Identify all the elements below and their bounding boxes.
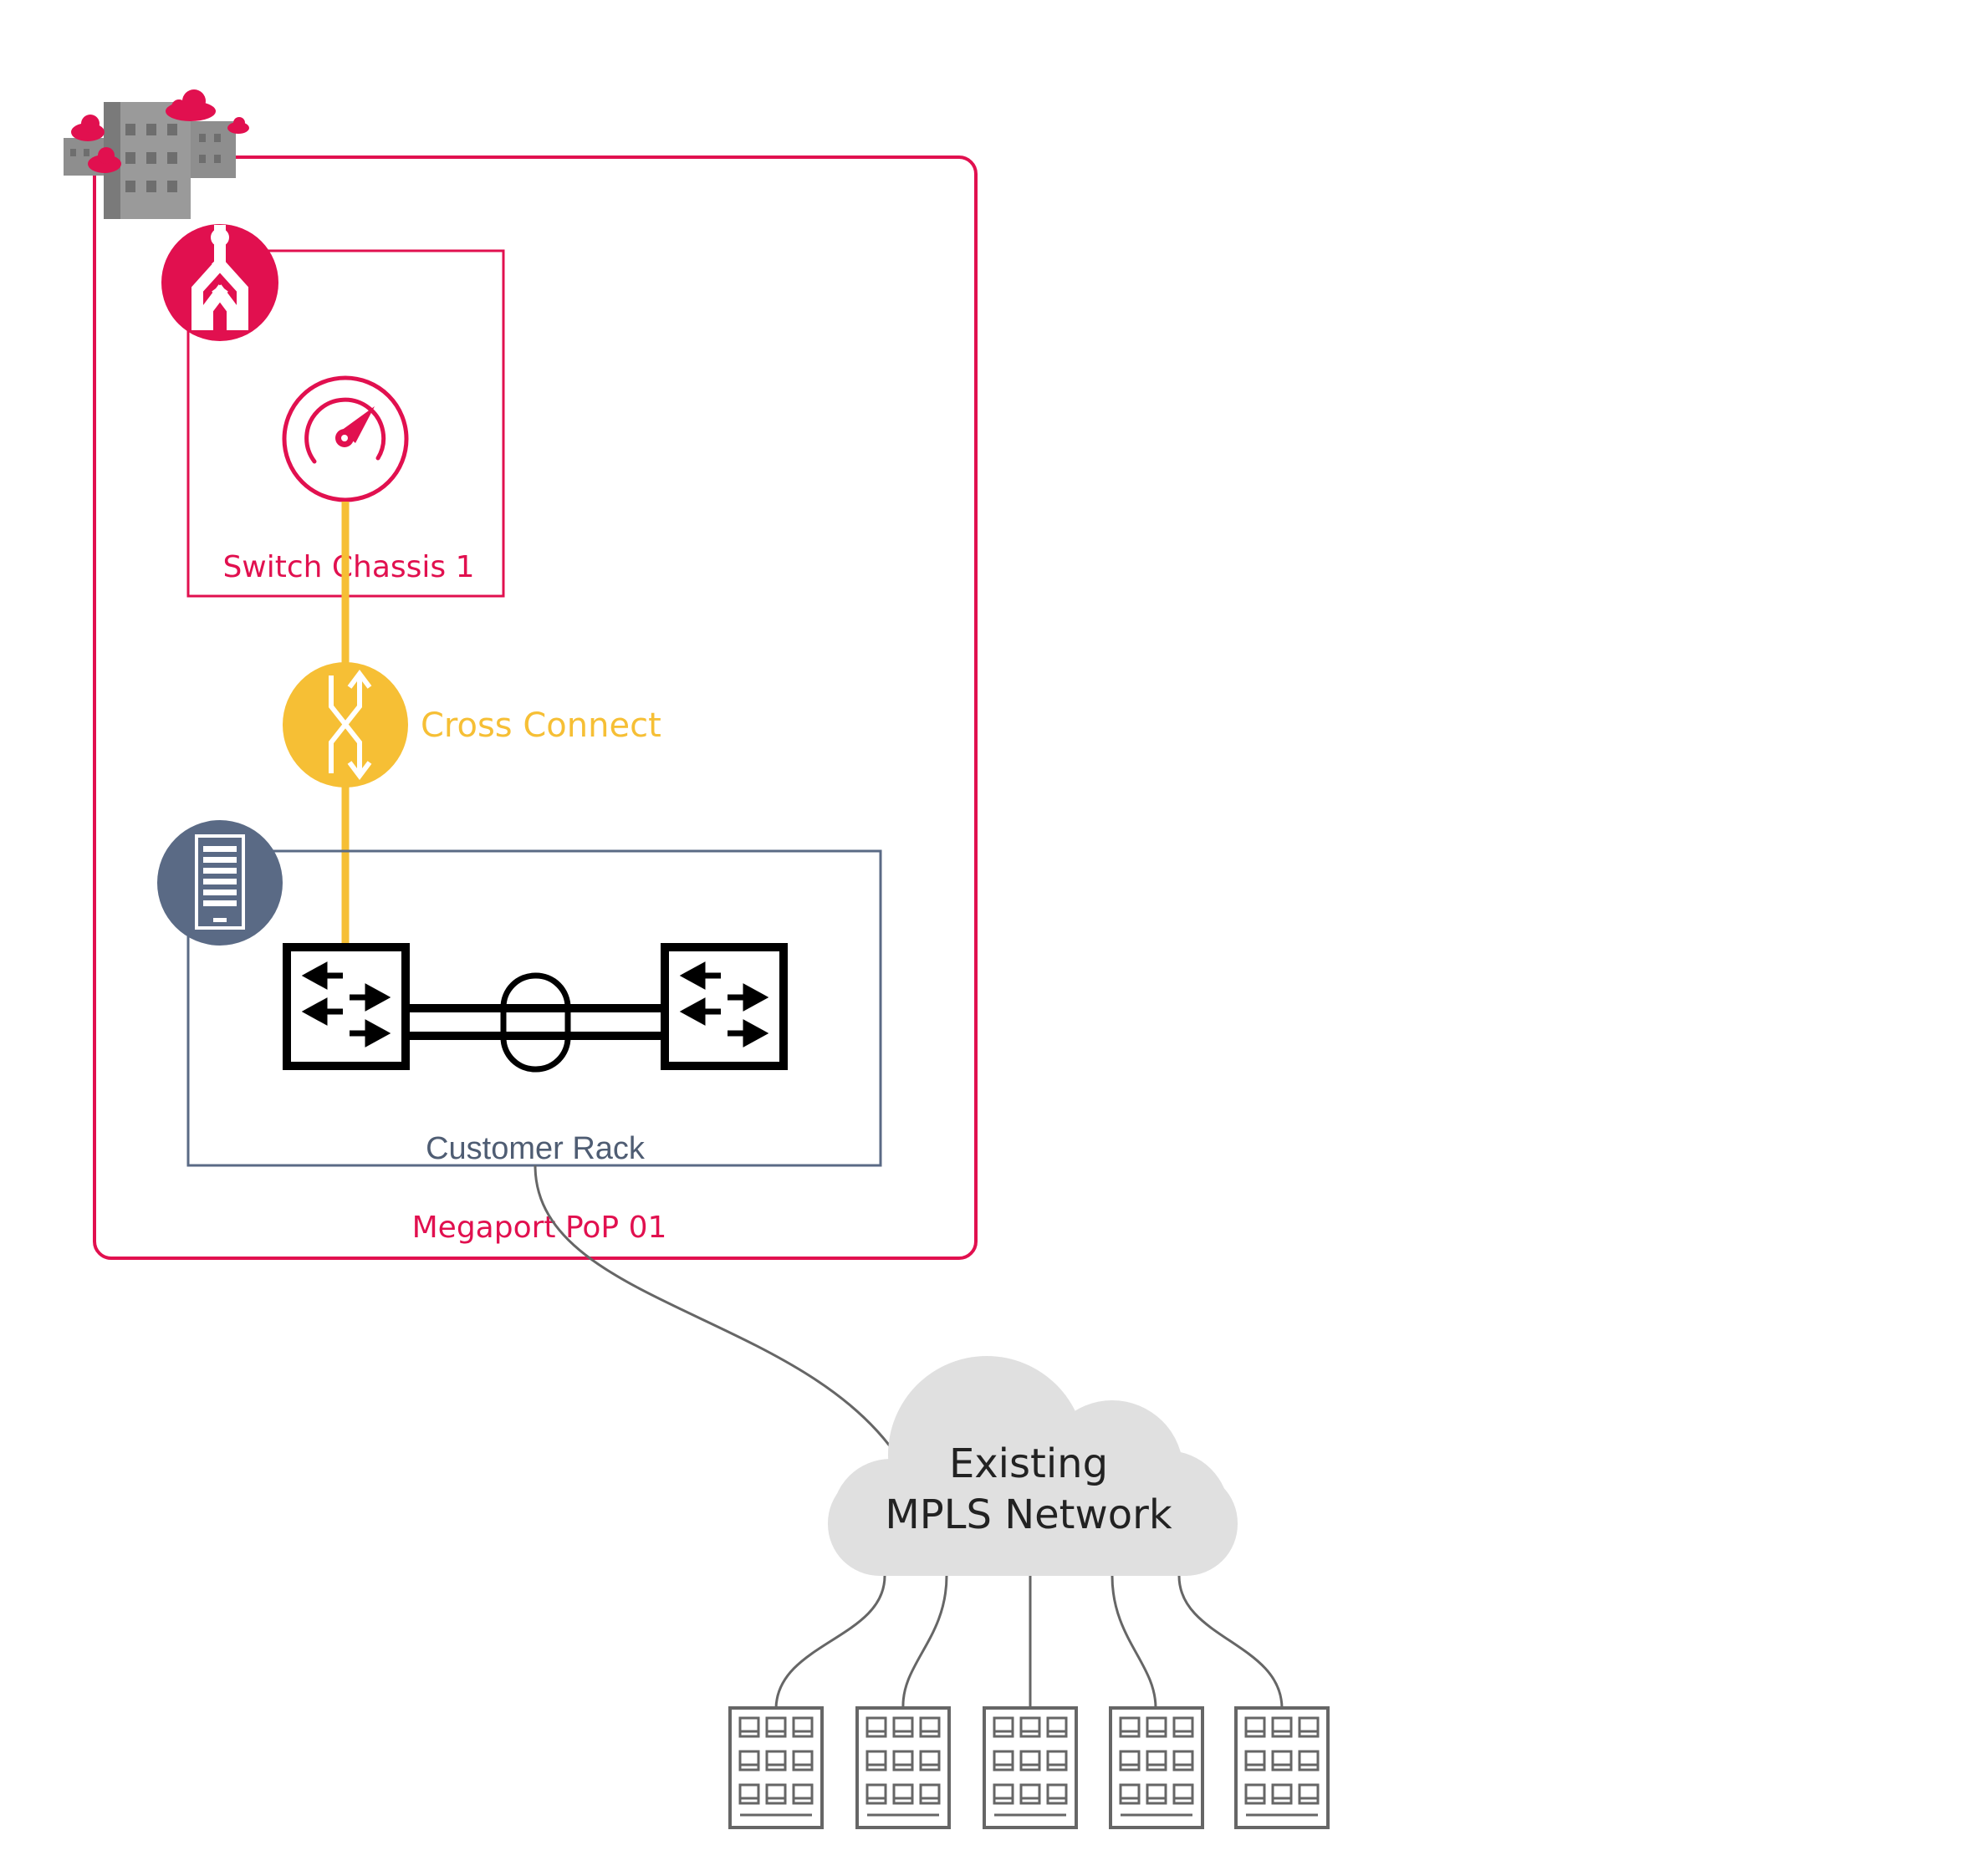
switch-icon — [661, 943, 788, 1070]
office-building-icon — [983, 1706, 1078, 1829]
lag-icon — [500, 972, 571, 1073]
office-building-icon — [728, 1706, 824, 1829]
datacenter-cloud-icon — [64, 89, 249, 219]
pop-boundary — [93, 155, 978, 1260]
rack-icon — [157, 820, 283, 946]
cross-connect-icon — [283, 662, 408, 788]
rack-to-mpls-link — [534, 1165, 901, 1460]
mpls-label-line2: MPLS Network — [885, 1491, 1172, 1538]
mpls-label-line1: Existing — [949, 1440, 1108, 1487]
pop-label: Megaport PoP 01 — [412, 1211, 667, 1245]
megaport-logo-icon — [161, 224, 278, 341]
customer-rack-label: Customer Rack — [426, 1131, 646, 1166]
mpls-cloud — [828, 1356, 1238, 1576]
lag-link — [406, 972, 665, 1073]
port-speed-icon — [282, 375, 409, 502]
office-building-icon — [1234, 1706, 1330, 1829]
branch-links — [774, 1575, 1284, 1709]
cross-connect-label: Cross Connect — [421, 706, 661, 745]
office-building-icon — [1109, 1706, 1204, 1829]
office-building-icon — [855, 1706, 951, 1829]
switch-icon — [283, 943, 410, 1070]
